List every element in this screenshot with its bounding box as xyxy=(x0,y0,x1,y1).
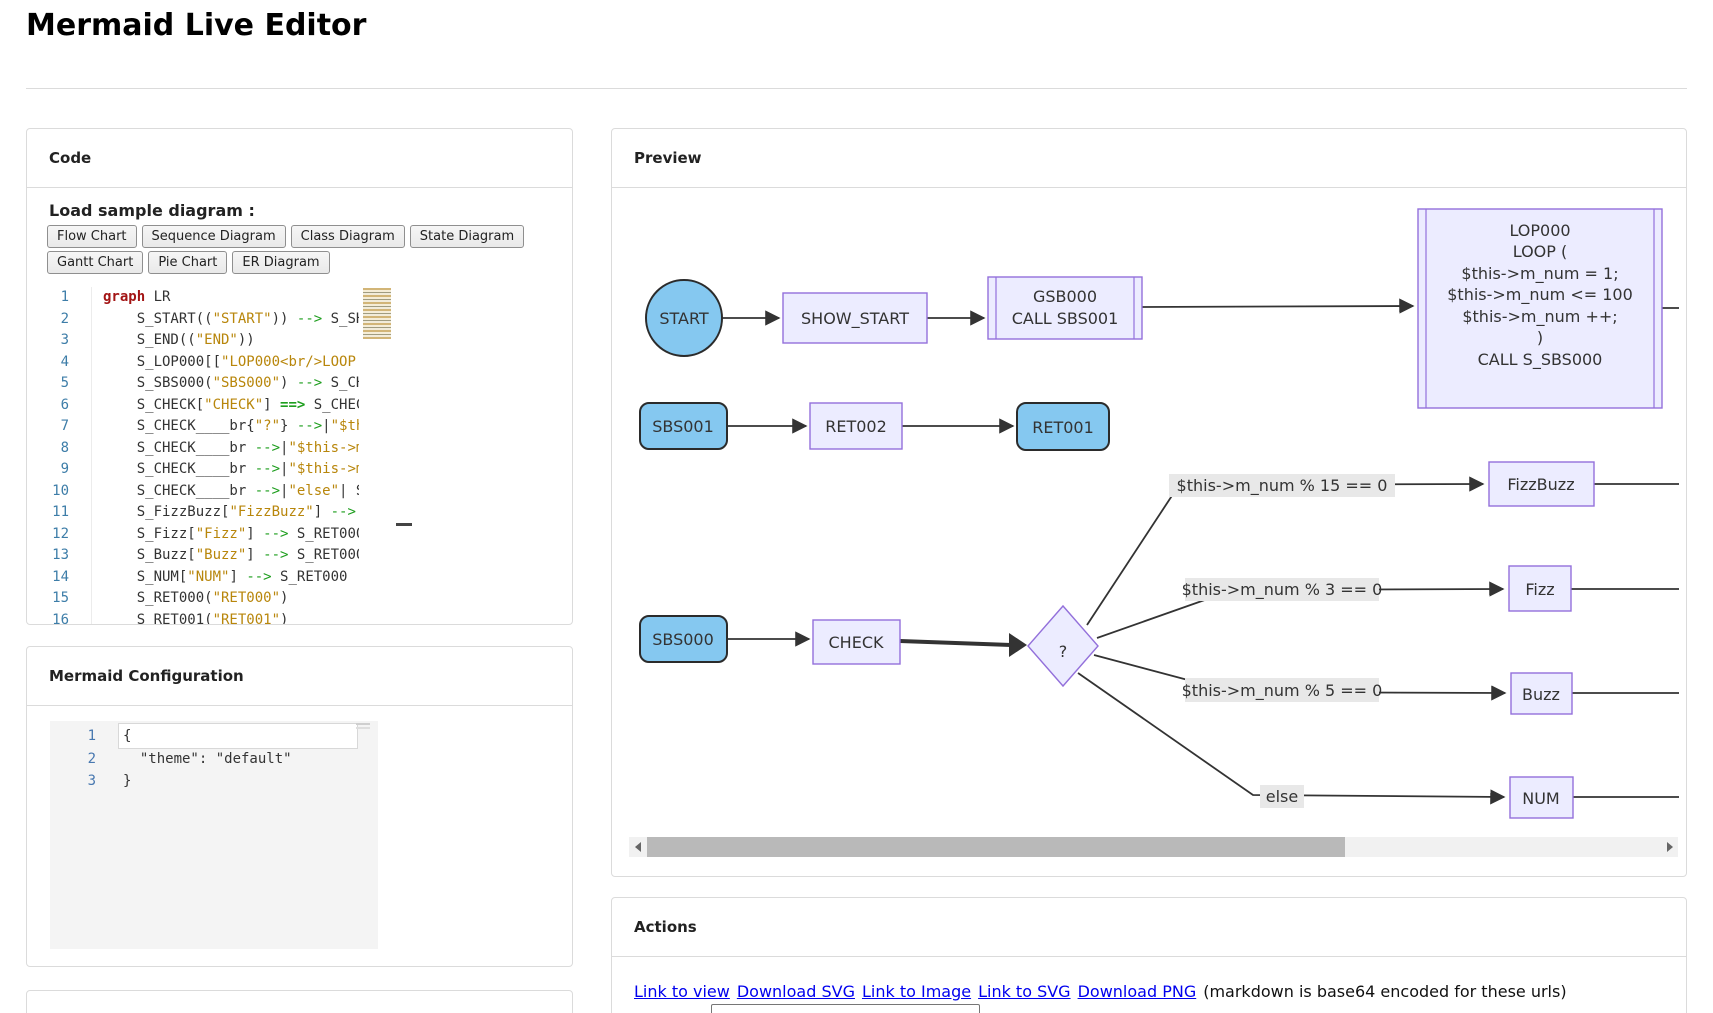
sample-button-gantt-chart[interactable]: Gantt Chart xyxy=(47,251,144,274)
svg-text:Fizz: Fizz xyxy=(1525,580,1554,599)
sample-button-sequence-diagram[interactable]: Sequence Diagram xyxy=(141,225,286,248)
preview-panel-header: Preview xyxy=(612,129,1686,188)
sample-button-flow-chart[interactable]: Flow Chart xyxy=(47,225,137,248)
config-panel: Mermaid Configuration 1{2 "theme": "defa… xyxy=(26,646,573,967)
node-sbs000: SBS000 xyxy=(639,615,728,663)
code-panel-title: Code xyxy=(49,149,92,167)
svg-text:$this->m_num % 15 == 0: $this->m_num % 15 == 0 xyxy=(1177,476,1388,496)
config-panel-title: Mermaid Configuration xyxy=(49,667,244,685)
node-fizzbuzz: FizzBuzz xyxy=(1488,461,1595,507)
svg-text:LOP000: LOP000 xyxy=(1509,221,1570,240)
node-ret002: RET002 xyxy=(809,402,903,450)
actions-links: Link to view Download SVG Link to Image Lin… xyxy=(634,982,1567,1001)
svg-text:else: else xyxy=(1266,787,1298,806)
download-svg-link[interactable]: Download SVG xyxy=(736,982,855,1001)
config-panel-header: Mermaid Configuration xyxy=(27,647,572,706)
node-decision: ? xyxy=(1027,604,1099,688)
svg-text:$this->m_num = 1;: $this->m_num = 1; xyxy=(1461,264,1618,284)
config-lines: 1{2 "theme": "default"3} xyxy=(87,728,292,789)
preview-panel: Preview xyxy=(611,128,1687,877)
sample-button-er-diagram[interactable]: ER Diagram xyxy=(232,251,330,274)
actions-note: (markdown is base64 encoded for these ur… xyxy=(1203,982,1567,1001)
svg-text:LOOP (: LOOP ( xyxy=(1513,242,1568,261)
config-active-line xyxy=(118,723,358,749)
edge-label-mod3: $this->m_num % 3 == 0 xyxy=(1182,578,1383,601)
node-lop000: LOP000 LOOP ( $this->m_num = 1; $this->m… xyxy=(1417,208,1663,409)
code-panel: Code Load sample diagram : Flow Chart Se… xyxy=(26,128,573,625)
node-buzz: Buzz xyxy=(1510,672,1573,715)
sample-buttons-row-2: Gantt Chart Pie Chart ER Diagram xyxy=(47,251,330,274)
svg-text:SBS001: SBS001 xyxy=(652,417,714,436)
node-show-start: SHOW_START xyxy=(782,292,928,344)
scrollbar-thumb[interactable] xyxy=(647,837,1345,857)
link-to-image[interactable]: Link to Image xyxy=(861,982,972,1001)
load-sample-label: Load sample diagram : xyxy=(49,201,255,220)
svg-text:START: START xyxy=(659,309,709,328)
edge-decision-num xyxy=(1077,672,1506,805)
code-panel-header: Code xyxy=(27,129,572,188)
code-gutter-divider xyxy=(91,287,92,624)
svg-text:SHOW_START: SHOW_START xyxy=(801,309,909,329)
header-divider xyxy=(26,88,1687,89)
svg-text:RET001: RET001 xyxy=(1032,418,1094,437)
sample-button-state-diagram[interactable]: State Diagram xyxy=(409,225,525,248)
node-gsb000: GSB000 CALL SBS001 xyxy=(987,276,1143,340)
svg-text:SBS000: SBS000 xyxy=(652,630,714,649)
sample-button-pie-chart[interactable]: Pie Chart xyxy=(148,251,228,274)
link-to-view[interactable]: Link to view xyxy=(634,982,730,1001)
edge-decision-fizzbuzz xyxy=(1086,476,1485,626)
config-minimap xyxy=(356,723,370,725)
help-panel-title: Help xyxy=(49,1011,88,1013)
node-num: NUM xyxy=(1509,776,1574,819)
sample-buttons-row-1: Flow Chart Sequence Diagram Class Diagra… xyxy=(47,225,525,248)
help-panel: Help xyxy=(26,990,573,1013)
node-check: CHECK xyxy=(812,619,901,665)
edge-label-mod15: $this->m_num % 15 == 0 xyxy=(1169,474,1395,497)
svg-text:?: ? xyxy=(1059,642,1068,661)
node-fizz: Fizz xyxy=(1508,565,1572,612)
scroll-left-arrow-icon[interactable] xyxy=(629,837,646,857)
node-ret001: RET001 xyxy=(1016,402,1110,451)
svg-text:): ) xyxy=(1537,328,1543,347)
help-panel-header: Help xyxy=(27,991,572,1013)
actions-panel-header: Actions xyxy=(612,898,1686,957)
svg-text:GSB000: GSB000 xyxy=(1033,287,1097,306)
sample-button-class-diagram[interactable]: Class Diagram xyxy=(290,225,405,248)
actions-panel-title: Actions xyxy=(634,918,697,936)
node-sbs001: SBS001 xyxy=(639,402,728,450)
mermaid-diagram: $this->m_num % 15 == 0 $this->m_num % 3 … xyxy=(639,208,1679,819)
svg-text:CHECK: CHECK xyxy=(829,633,884,652)
svg-text:Buzz: Buzz xyxy=(1522,685,1560,704)
svg-text:$this->m_num ++;: $this->m_num ++; xyxy=(1462,307,1617,327)
config-editor[interactable]: 1{2 "theme": "default"3} xyxy=(50,721,378,949)
download-png-link[interactable]: Download PNG xyxy=(1077,982,1197,1001)
page-title: Mermaid Live Editor xyxy=(26,8,367,43)
node-start: START xyxy=(645,279,723,357)
svg-text:$this->m_num % 3 == 0: $this->m_num % 3 == 0 xyxy=(1182,580,1383,600)
svg-text:$this->m_num % 5 == 0: $this->m_num % 5 == 0 xyxy=(1182,681,1383,701)
edge-check-decision-arrowhead xyxy=(1009,633,1027,657)
preview-panel-title: Preview xyxy=(634,149,702,167)
svg-text:$this->m_num <= 100: $this->m_num <= 100 xyxy=(1447,285,1633,305)
svg-text:RET002: RET002 xyxy=(825,417,887,436)
link-to-svg[interactable]: Link to SVG xyxy=(978,982,1071,1001)
edge-label-else: else xyxy=(1260,785,1304,808)
edge-gsb000-lop000 xyxy=(1141,298,1415,314)
markdown-url-input[interactable] xyxy=(711,1004,980,1013)
svg-text:NUM: NUM xyxy=(1522,789,1559,808)
scroll-right-arrow-icon[interactable] xyxy=(1661,837,1678,857)
svg-text:CALL SBS001: CALL SBS001 xyxy=(1012,309,1119,328)
svg-text:FizzBuzz: FizzBuzz xyxy=(1507,475,1574,494)
edge-label-mod5: $this->m_num % 5 == 0 xyxy=(1182,678,1383,702)
preview-horizontal-scrollbar[interactable] xyxy=(629,837,1678,857)
svg-text:CALL S_SBS000: CALL S_SBS000 xyxy=(1478,350,1603,370)
edge-check-decision xyxy=(899,639,1012,647)
